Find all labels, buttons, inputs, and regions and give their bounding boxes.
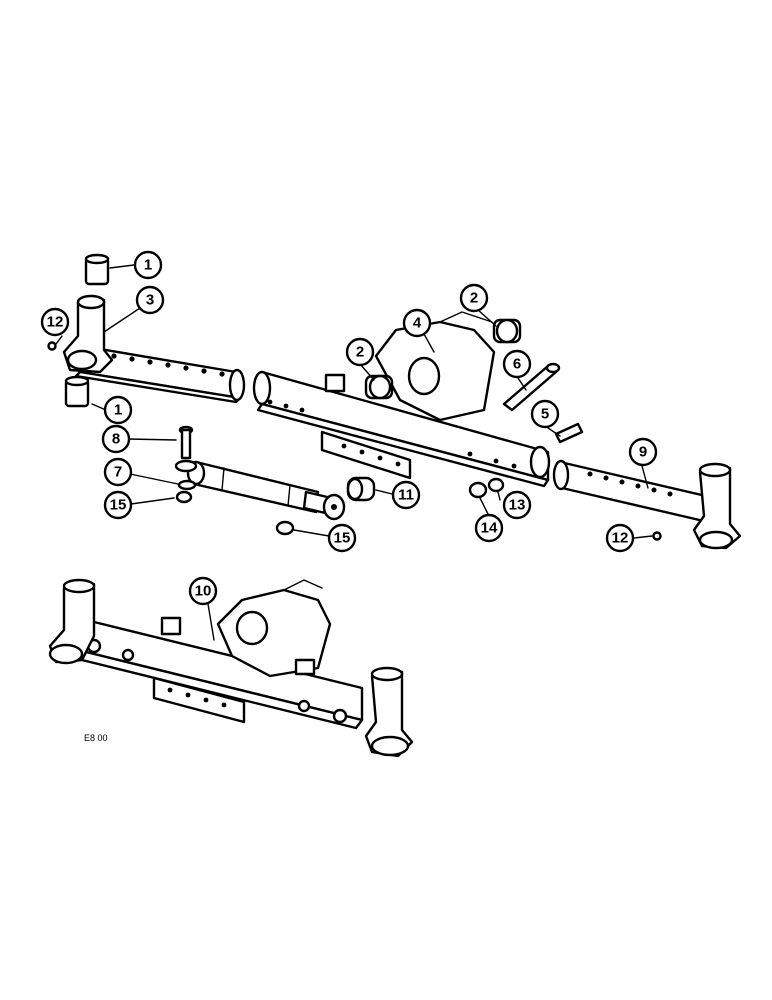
callout-15-washer: 15 [103,490,133,520]
callout-13: 13 [502,490,532,520]
svg-text:3: 3 [146,292,154,309]
nut-13 [487,477,505,493]
callout-14: 14 [474,513,504,543]
callout-5: 5 [530,399,560,429]
grease-nipple-right [652,531,662,541]
right-axle-extension [552,459,742,550]
locating-pin [554,422,584,444]
svg-text:15: 15 [334,530,351,547]
svg-text:15: 15 [110,497,127,514]
callout-9: 9 [628,437,658,467]
svg-text:5: 5 [541,406,549,423]
nut-14 [468,481,488,499]
svg-text:1: 1 [114,402,122,419]
callout-2-rear: 2 [459,283,489,313]
svg-text:11: 11 [398,487,414,504]
callout-10: 10 [188,576,218,606]
callout-4: 4 [402,308,432,338]
callout-6: 6 [502,349,532,379]
svg-text:12: 12 [47,314,64,331]
rubber-bush [346,476,376,502]
svg-text:12: 12 [612,530,629,547]
svg-text:1: 1 [144,257,152,274]
callout-15-rod-end: 15 [327,523,357,553]
figure-code: E8 00 [84,733,108,743]
callout-7: 7 [103,457,133,487]
svg-text:10: 10 [195,583,212,600]
centre-axle-beam [252,311,551,488]
pivot-pin [502,362,561,412]
svg-text:2: 2 [356,344,364,361]
svg-text:4: 4 [413,315,422,332]
callout-12-right: 12 [605,523,635,553]
svg-text:7: 7 [114,464,122,481]
assembled-axle [48,578,414,758]
nut [175,490,193,504]
svg-text:14: 14 [481,520,498,537]
callout-1-lower-bush: 1 [103,395,133,425]
upper-kingpin-bush [84,253,110,286]
svg-text:6: 6 [513,356,521,373]
callout-2-front: 2 [345,337,375,367]
leader-lines [55,264,653,641]
callout-12-left: 12 [40,307,70,337]
callout-1-upper-bush: 1 [133,250,163,280]
cylinder-bolt [174,425,198,473]
svg-text:9: 9 [639,444,647,461]
grease-nipple-left [47,341,57,351]
pivot-bush-rear [492,318,522,344]
callout-3: 3 [135,285,165,315]
svg-text:13: 13 [509,497,526,514]
nut-rod-end [275,520,295,536]
lower-kingpin-bush [64,375,90,408]
pivot-bush-front [364,374,394,400]
steering-cylinder [186,460,346,521]
svg-text:2: 2 [470,290,478,307]
callouts: 1 1 2 2 3 4 5 6 [40,250,658,606]
svg-text:8: 8 [112,431,120,448]
left-axle-extension [62,294,246,404]
callout-8: 8 [101,424,131,454]
callout-11: 11 [391,480,421,510]
washer [177,479,197,491]
